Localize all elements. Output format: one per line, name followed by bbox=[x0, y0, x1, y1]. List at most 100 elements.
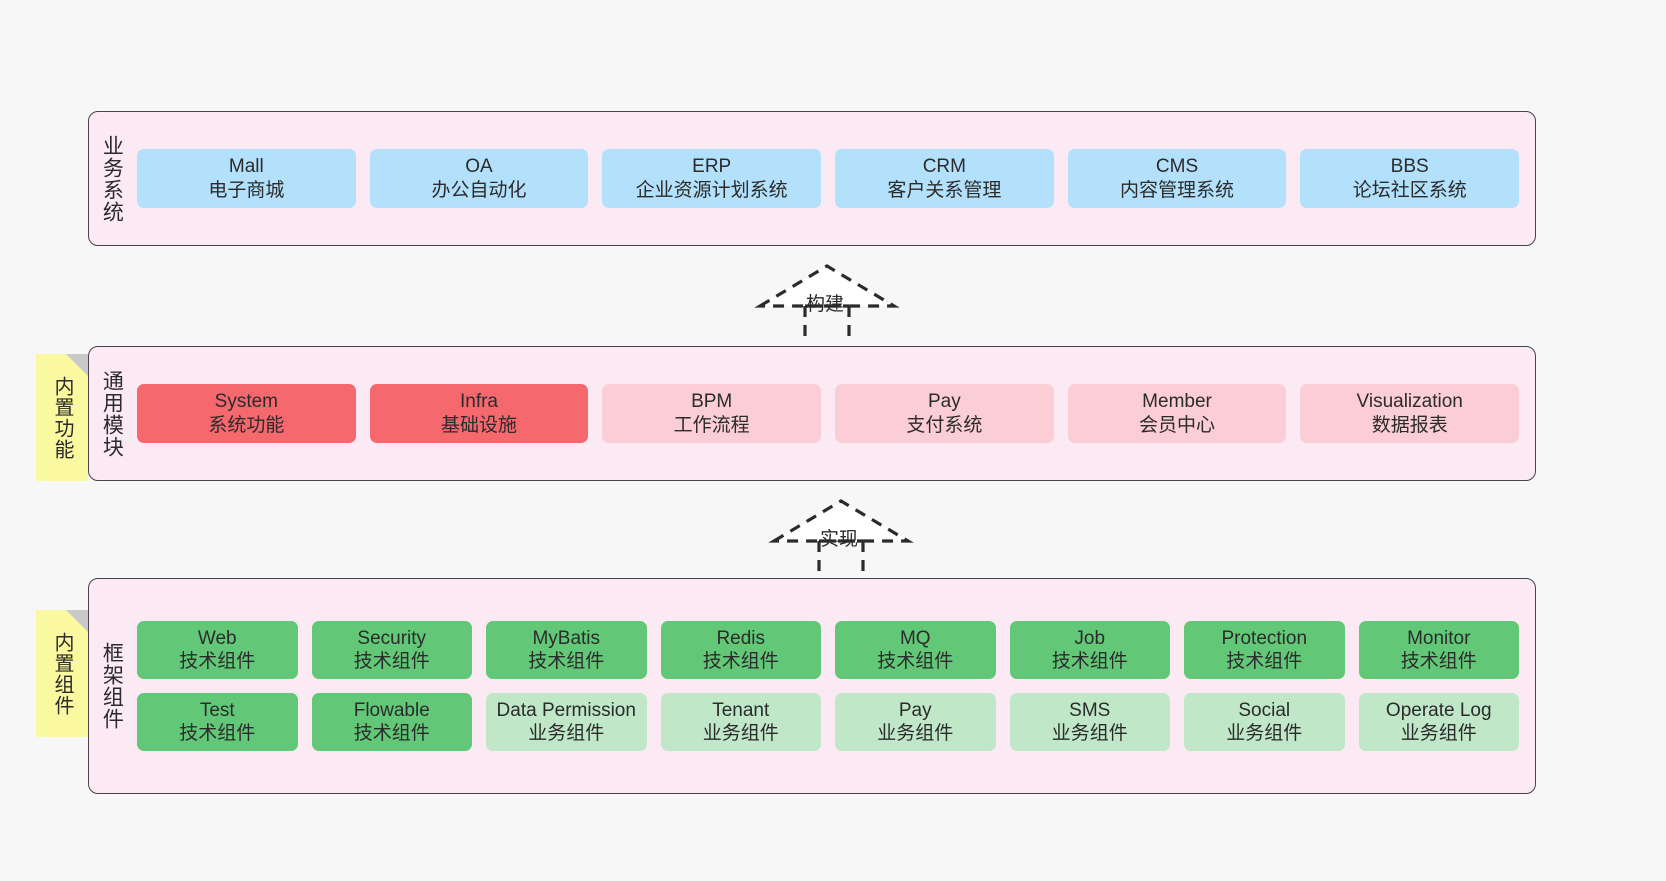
box-member[interactable]: Member 会员中心 bbox=[1067, 384, 1287, 443]
layer-framework-component-row-1: Web 技术组件 Security 技术组件 MyBatis 技术组件 Redi… bbox=[137, 620, 1519, 679]
note-fold-corner-icon bbox=[66, 354, 88, 376]
connector-implement: 实现 bbox=[768, 497, 914, 577]
box-data-permission-title: Data Permission bbox=[496, 700, 636, 721]
box-flowable[interactable]: Flowable 技术组件 bbox=[311, 693, 472, 752]
box-operate-log-subtitle: 业务组件 bbox=[1400, 723, 1477, 745]
connector-build-label: 构建 bbox=[806, 294, 845, 315]
box-security-subtitle: 技术组件 bbox=[353, 650, 430, 672]
connector-implement-label: 实现 bbox=[820, 529, 859, 550]
box-protection[interactable]: Protection 技术组件 bbox=[1184, 620, 1345, 679]
layer-common-module-row-1: System 系统功能 Infra 基础设施 BPM 工作流程 Pay 支付系统… bbox=[137, 384, 1520, 443]
box-social[interactable]: Social 业务组件 bbox=[1184, 693, 1345, 752]
box-job[interactable]: Job 技术组件 bbox=[1009, 620, 1170, 679]
box-monitor[interactable]: Monitor 技术组件 bbox=[1358, 620, 1519, 679]
box-operate-log-title: Operate Log bbox=[1385, 700, 1492, 721]
box-pay-module[interactable]: Pay 支付系统 bbox=[835, 384, 1054, 443]
box-oa-subtitle: 办公自动化 bbox=[431, 179, 527, 201]
box-pay-component-subtitle: 业务组件 bbox=[877, 723, 954, 745]
box-infra[interactable]: Infra 基础设施 bbox=[369, 384, 589, 443]
layer-common-module[interactable]: 通用模块 System 系统功能 Infra 基础设施 BPM 工作流程 Pay… bbox=[88, 346, 1536, 481]
box-cms[interactable]: CMS 内容管理系统 bbox=[1067, 149, 1287, 208]
box-sms[interactable]: SMS 业务组件 bbox=[1009, 693, 1170, 752]
note-builtin-components[interactable]: 内置组件 bbox=[36, 610, 88, 737]
box-flowable-title: Flowable bbox=[353, 700, 430, 721]
box-data-permission[interactable]: Data Permission 业务组件 bbox=[486, 693, 647, 752]
box-sms-subtitle: 业务组件 bbox=[1051, 723, 1128, 745]
box-job-subtitle: 技术组件 bbox=[1051, 650, 1128, 672]
box-web-title: Web bbox=[197, 627, 237, 649]
box-bbs-title: BBS bbox=[1390, 156, 1429, 178]
layer-common-module-body: System 系统功能 Infra 基础设施 BPM 工作流程 Pay 支付系统… bbox=[133, 347, 1535, 480]
box-data-permission-subtitle: 业务组件 bbox=[528, 723, 605, 745]
box-member-subtitle: 会员中心 bbox=[1139, 414, 1216, 436]
connector-build-stem bbox=[803, 304, 851, 342]
connector-implement-stem bbox=[817, 539, 865, 577]
box-bpm-subtitle: 工作流程 bbox=[673, 414, 750, 436]
box-test-subtitle: 技术组件 bbox=[179, 723, 256, 745]
box-system-subtitle: 系统功能 bbox=[208, 414, 285, 436]
box-cms-subtitle: 内容管理系统 bbox=[1120, 179, 1235, 201]
box-pay-module-title: Pay bbox=[927, 391, 961, 413]
box-redis[interactable]: Redis 技术组件 bbox=[660, 620, 821, 679]
note-builtin-components-text: 内置组件 bbox=[51, 631, 73, 716]
box-test[interactable]: Test 技术组件 bbox=[137, 693, 298, 752]
box-bpm[interactable]: BPM 工作流程 bbox=[602, 384, 822, 443]
box-mybatis-title: MyBatis bbox=[532, 627, 601, 649]
box-web[interactable]: Web 技术组件 bbox=[137, 620, 298, 679]
box-member-title: Member bbox=[1142, 391, 1212, 413]
box-protection-title: Protection bbox=[1221, 627, 1308, 649]
box-bbs-subtitle: 论坛社区系统 bbox=[1352, 179, 1467, 201]
box-system-title: System bbox=[214, 391, 279, 413]
layer-framework-component-body: Web 技术组件 Security 技术组件 MyBatis 技术组件 Redi… bbox=[133, 579, 1535, 793]
box-mall-title: Mall bbox=[228, 156, 264, 178]
box-monitor-title: Monitor bbox=[1407, 627, 1471, 649]
box-mall[interactable]: Mall 电子商城 bbox=[137, 149, 356, 208]
box-security-title: Security bbox=[357, 627, 427, 649]
layer-business-system-body: Mall 电子商城 OA 办公自动化 ERP 企业资源计划系统 CRM 客户关系… bbox=[133, 112, 1535, 245]
layer-framework-component[interactable]: 框架组件 Web 技术组件 Security 技术组件 MyBatis 技术组件… bbox=[88, 578, 1536, 794]
box-erp-subtitle: 企业资源计划系统 bbox=[635, 179, 788, 201]
layer-common-module-title: 通用模块 bbox=[100, 369, 124, 458]
connector-build: 构建 bbox=[754, 262, 900, 342]
box-crm[interactable]: CRM 客户关系管理 bbox=[835, 149, 1054, 208]
note-fold-corner-icon bbox=[66, 610, 88, 632]
box-bpm-title: BPM bbox=[691, 391, 733, 413]
box-mybatis[interactable]: MyBatis 技术组件 bbox=[486, 620, 647, 679]
box-oa[interactable]: OA 办公自动化 bbox=[369, 149, 589, 208]
connector-implement-arrowhead bbox=[768, 499, 914, 543]
box-social-subtitle: 业务组件 bbox=[1226, 723, 1303, 745]
note-builtin-features[interactable]: 内置功能 bbox=[36, 354, 88, 481]
box-operate-log[interactable]: Operate Log 业务组件 bbox=[1358, 693, 1519, 752]
box-monitor-subtitle: 技术组件 bbox=[1400, 650, 1477, 672]
box-web-subtitle: 技术组件 bbox=[179, 650, 256, 672]
box-sms-title: SMS bbox=[1069, 700, 1111, 721]
box-security[interactable]: Security 技术组件 bbox=[311, 620, 472, 679]
box-job-title: Job bbox=[1074, 627, 1106, 649]
layer-framework-component-row-2: Test 技术组件 Flowable 技术组件 Data Permission … bbox=[137, 693, 1519, 752]
box-mq[interactable]: MQ 技术组件 bbox=[835, 620, 996, 679]
box-erp-title: ERP bbox=[692, 156, 732, 178]
box-system[interactable]: System 系统功能 bbox=[137, 384, 356, 443]
box-crm-title: CRM bbox=[922, 156, 966, 178]
note-builtin-features-text: 内置功能 bbox=[51, 375, 73, 460]
connector-build-arrowhead bbox=[754, 264, 900, 308]
box-pay-component[interactable]: Pay 业务组件 bbox=[835, 693, 996, 752]
box-bbs[interactable]: BBS 论坛社区系统 bbox=[1300, 149, 1520, 208]
box-visualization-subtitle: 数据报表 bbox=[1371, 414, 1448, 436]
layer-business-system[interactable]: 业务系统 Mall 电子商城 OA 办公自动化 ERP 企业资源计划系统 CRM… bbox=[88, 111, 1536, 246]
box-crm-subtitle: 客户关系管理 bbox=[887, 179, 1002, 201]
box-protection-subtitle: 技术组件 bbox=[1226, 650, 1303, 672]
box-pay-component-title: Pay bbox=[898, 700, 932, 721]
box-flowable-subtitle: 技术组件 bbox=[353, 723, 430, 745]
box-tenant[interactable]: Tenant 业务组件 bbox=[660, 693, 821, 752]
box-tenant-title: Tenant bbox=[712, 700, 770, 721]
box-mq-title: MQ bbox=[899, 627, 931, 649]
box-mybatis-subtitle: 技术组件 bbox=[528, 650, 605, 672]
box-infra-title: Infra bbox=[459, 391, 499, 413]
box-cms-title: CMS bbox=[1155, 156, 1199, 178]
box-visualization[interactable]: Visualization 数据报表 bbox=[1300, 384, 1520, 443]
layer-business-system-row-1: Mall 电子商城 OA 办公自动化 ERP 企业资源计划系统 CRM 客户关系… bbox=[137, 149, 1520, 208]
box-erp[interactable]: ERP 企业资源计划系统 bbox=[602, 149, 822, 208]
box-infra-subtitle: 基础设施 bbox=[441, 414, 518, 436]
